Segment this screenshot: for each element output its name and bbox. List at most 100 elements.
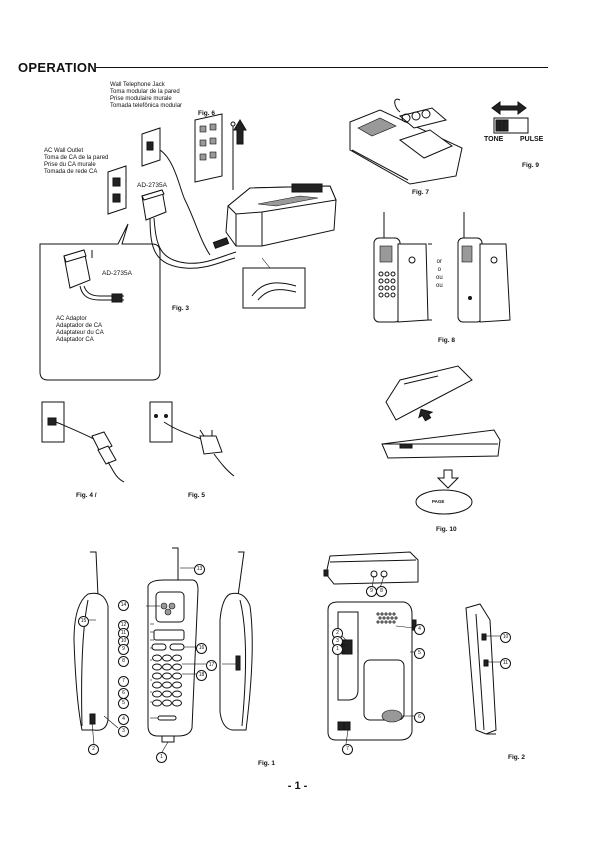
base-side-left <box>397 243 429 323</box>
adaptor-label-fr: Adaptateur du CA <box>56 330 104 336</box>
callout-8: 8 <box>118 656 129 667</box>
adaptor-label-pt: Adaptador CA <box>56 337 94 343</box>
adaptor-bubble <box>39 223 161 381</box>
outline-down-arrow-icon <box>436 469 460 489</box>
wall-jack-label-es: Toma modular de la pared <box>110 89 180 95</box>
fig9-drawing <box>491 101 529 134</box>
fig2-callout-4: 4 <box>414 624 425 635</box>
fig7-caption: Fig. 7 <box>412 189 429 196</box>
outlet-label-pt: Tomada de rede CA <box>44 169 98 175</box>
callout-15: 15 <box>78 616 89 627</box>
title-rule <box>96 67 548 68</box>
left-antenna <box>90 551 99 597</box>
outlet-label: AC Wall Outlet Toma de CA de la pared Pr… <box>44 148 108 176</box>
or-text-pt: ou <box>436 283 443 289</box>
base-side-view <box>465 603 497 735</box>
fig2-callout-7: 7 <box>342 744 353 755</box>
fig3-drawing <box>39 113 337 381</box>
pulse-label: PULSE <box>520 136 544 143</box>
fig8-or-text: or o ou ou <box>436 258 443 290</box>
callout-2: 2 <box>88 744 99 755</box>
up-arrow-icon <box>233 119 247 145</box>
double-arrow-icon <box>491 101 527 115</box>
fig8-caption: Fig. 8 <box>438 337 455 344</box>
or-text-en: or <box>436 259 443 265</box>
page-key-label: PAGE <box>432 499 445 504</box>
fig1-caption: Fig. 1 <box>258 760 275 767</box>
page-button <box>381 709 403 723</box>
base-side-right <box>479 243 511 323</box>
fig1-drawing <box>73 547 253 753</box>
handset-side-left <box>73 592 109 731</box>
fig2-callout-10: 10 <box>500 632 511 643</box>
adaptor-label-es: Adaptador de CA <box>56 323 103 329</box>
down-arrow-icon <box>418 408 434 422</box>
speaker-grille <box>376 612 398 624</box>
wall-jack-label-en: Wall Telephone Jack <box>110 82 165 88</box>
fig2-callout-5: 5 <box>414 648 425 659</box>
fig2-callout-6: 6 <box>414 712 425 723</box>
wall-jack-label-fr: Prise modulaire murale <box>110 96 172 102</box>
fig2-callout-11: 11 <box>500 658 511 669</box>
battery-cover <box>398 129 454 159</box>
wall-jack-socket <box>146 141 154 151</box>
callout-3: 3 <box>118 726 129 737</box>
ac-wall-outlet <box>107 165 127 215</box>
page-number: - 1 - <box>287 780 308 792</box>
battery-pack <box>398 107 448 129</box>
outlet-label-en: AC Wall Outlet <box>44 148 84 154</box>
callout-13: 13 <box>194 564 205 575</box>
fig10-drawing <box>381 365 501 515</box>
earpiece-grille <box>155 591 185 623</box>
callout-1: 1 <box>156 752 167 763</box>
inset-adaptor-model-label: AD-2735A <box>102 270 132 277</box>
fig4-caption: Fig. 4 / <box>76 492 97 499</box>
tone-pulse-switch <box>493 117 529 134</box>
outlet-label-fr: Prise du CA murale <box>44 162 96 168</box>
page-title: OPERATION <box>18 60 98 75</box>
callout-16: 16 <box>196 643 207 654</box>
fig8-drawing <box>373 212 511 323</box>
talk-button <box>151 643 167 651</box>
adaptor-model-label: AD-2735A <box>137 182 167 189</box>
fig9-caption: Fig. 9 <box>522 162 539 169</box>
callout-7: 7 <box>118 676 129 687</box>
fig6-caption: Fig. 6 <box>198 110 215 117</box>
charge-contact <box>161 735 175 743</box>
fig3-caption: Fig. 3 <box>172 305 189 312</box>
page-key <box>415 489 473 515</box>
fig7-drawing <box>349 98 463 185</box>
fig6-jack-box <box>194 113 223 183</box>
display-window <box>153 629 185 641</box>
handset-tilted <box>385 365 473 421</box>
fig2-callout-1: 1 <box>332 644 343 655</box>
callout-14: 14 <box>118 600 129 611</box>
front-antenna <box>172 547 179 584</box>
callout-4: 4 <box>118 714 129 725</box>
keypad <box>152 654 182 707</box>
fig10-caption: Fig. 10 <box>436 526 457 533</box>
base-rear-view <box>325 551 419 585</box>
wall-jack-label: Wall Telephone Jack Toma modular de la p… <box>110 82 182 110</box>
fig2-callout-8: 8 <box>376 586 387 597</box>
fig5-modular-adapter <box>199 435 223 455</box>
callout-18: 18 <box>196 670 207 681</box>
wall-jack-label-pt: Tomada telefônica modular <box>110 103 183 109</box>
base-top-view <box>327 601 413 741</box>
tone-label: TONE <box>484 136 504 143</box>
fig4-drawing <box>41 401 125 483</box>
callout-17: 17 <box>206 660 217 671</box>
or-text-fr: ou <box>436 275 443 281</box>
fig2-caption: Fig. 2 <box>508 754 525 761</box>
callout-9: 9 <box>118 644 129 655</box>
adaptor-label-en: AC Adaptor <box>56 316 87 322</box>
adaptor-label: AC Adaptor Adaptador de CA Adaptateur du… <box>56 316 104 344</box>
or-text-es: o <box>437 267 442 273</box>
outlet-label-es: Toma de CA de la pared <box>44 155 109 161</box>
charge-contacts <box>341 639 353 655</box>
fig5-drawing <box>149 401 235 477</box>
fig2-drawing <box>323 551 500 745</box>
plug-inset <box>242 267 306 309</box>
callout-5: 5 <box>118 698 129 709</box>
